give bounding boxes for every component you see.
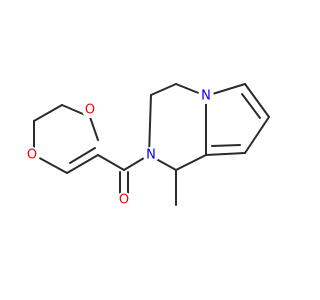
bond-ch-ch-double-b (241, 93, 261, 119)
atom-n-amide: N (143, 147, 159, 163)
bond-n-ch2-upper (148, 94, 152, 156)
atom-o-ring-lower: O (24, 147, 40, 163)
atom-o-ring-upper: O (82, 102, 98, 118)
atom-n-pyrrole: N (198, 88, 214, 104)
bond-ch-c-double-b (69, 147, 96, 164)
bond-ch-ch-double-a (244, 83, 270, 118)
atom-label-o-ring-upper: O (85, 103, 95, 118)
bond-o-ch-lower (33, 154, 68, 174)
bond-ch-c-double-a (66, 154, 99, 174)
bonds (33, 83, 270, 206)
molecule-structure: O O O N N (24, 83, 270, 208)
atom-label-o-carbonyl: O (119, 193, 129, 208)
bond-ch2-ch2-upper (150, 83, 177, 96)
bond-ch-ch-pyrrole (244, 116, 270, 154)
atom-labels: O O O N N (24, 88, 214, 208)
bond-ch-c-ring (175, 154, 207, 171)
bond-ring-to-carbonyl (97, 154, 125, 171)
atom-label-n-pyrrole: N (201, 89, 211, 104)
bond-ch2-ch2 (33, 104, 63, 122)
atom-label-o-ring-lower: O (27, 148, 37, 163)
atom-label-n-amide: N (146, 148, 156, 163)
bond-ch-c-double-a (205, 152, 246, 156)
bond-ch-c-double-b (211, 144, 241, 147)
atom-o-carbonyl: O (116, 192, 132, 208)
bond-c-o-upper (89, 116, 99, 141)
